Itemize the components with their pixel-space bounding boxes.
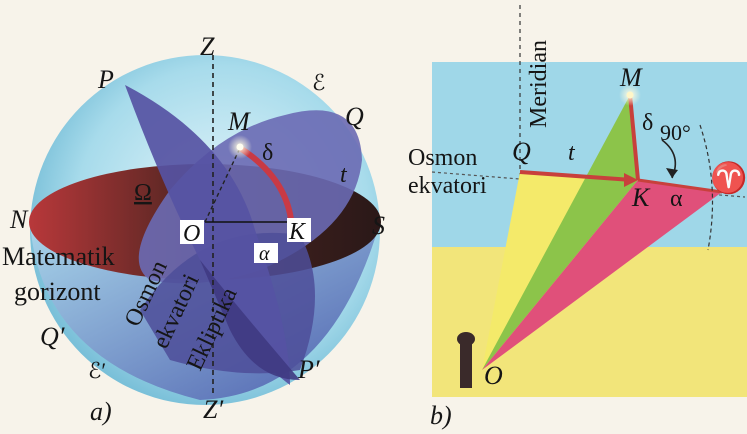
label-box-alpha: [254, 243, 278, 263]
label-K: K: [288, 219, 307, 245]
star-M: [236, 143, 244, 151]
label-box-K: [287, 218, 311, 242]
declination-segment: [628, 94, 640, 181]
caption-a: a): [90, 397, 112, 426]
label-delta: δ: [262, 140, 273, 166]
panel-b: Meridian M δ 90° Q t Osmon ekvatori K α …: [408, 5, 747, 430]
caption-b: b): [430, 401, 452, 430]
label-aries: ♈: [710, 160, 747, 195]
label-Z-prime: Z′: [203, 395, 223, 424]
label-t-b: t: [568, 140, 576, 166]
label-M: M: [227, 107, 251, 136]
label-N: N: [9, 205, 29, 234]
label-equator-b-line1: Osmon: [408, 145, 477, 171]
hour-angle-arrow: [519, 170, 633, 182]
right-ascension-segment: [637, 178, 723, 194]
label-equator-b-line2: ekvatori: [408, 173, 487, 199]
label-box-O: [180, 220, 204, 244]
triangle-O-K-aries: [482, 180, 722, 370]
hour-circle-plane: [125, 85, 290, 385]
label-P: P: [97, 65, 114, 94]
label-horizon-line2: gorizont: [14, 277, 101, 306]
label-horizon-line1: Matematik: [2, 242, 115, 271]
label-alpha: α: [259, 243, 270, 265]
label-90: 90°: [660, 120, 691, 145]
label-K-b: K: [631, 183, 651, 212]
equator-arc: [699, 124, 714, 251]
label-meridian: Meridian: [526, 40, 552, 128]
label-t: t: [340, 162, 348, 188]
panel-a: Z Z′ P P′ M δ Q Q′ t N S O K α Ω ℰ ℰ′ Ma…: [2, 32, 385, 426]
label-Q: Q: [345, 102, 364, 131]
triangle-O-M-K: [482, 95, 638, 370]
label-S: S: [372, 211, 385, 240]
label-delta-b: δ: [642, 110, 653, 136]
label-Omega: Ω: [134, 180, 152, 206]
hour-angle-arrowhead: [624, 173, 638, 187]
label-O-b: O: [484, 361, 503, 390]
label-alpha-b: α: [670, 186, 683, 212]
label-M-b: M: [619, 63, 643, 92]
label-E-bottom: ℰ′: [88, 358, 106, 383]
label-P-prime: P′: [297, 355, 320, 384]
label-E-top: ℰ: [312, 70, 325, 95]
label-Q-b: Q: [512, 137, 531, 166]
star-M-b: [626, 91, 634, 99]
label-O: O: [183, 221, 200, 247]
observer-icon: [457, 332, 475, 388]
label-Z: Z: [200, 32, 215, 61]
label-Q-prime: Q′: [40, 322, 65, 351]
right-angle-arrowhead: [666, 168, 678, 178]
hour-circle-lower: [200, 260, 300, 380]
